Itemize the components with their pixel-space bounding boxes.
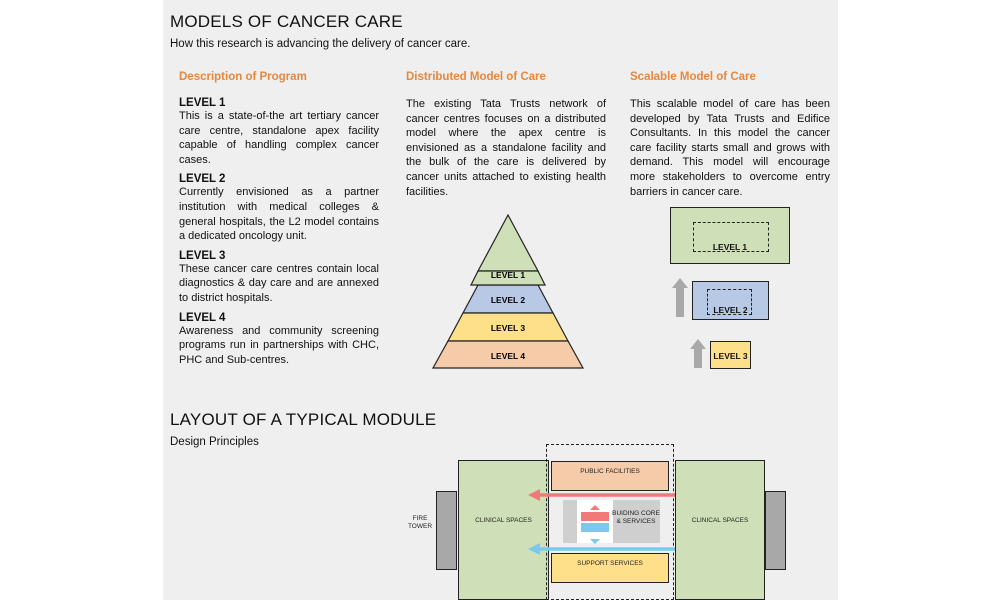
pyramid-label-3: LEVEL 3 xyxy=(491,323,526,333)
level-1-block: LEVEL 1 This is a state-of-the art terti… xyxy=(179,97,379,167)
left-arrow-icon xyxy=(528,489,540,501)
level-2-title: LEVEL 2 xyxy=(179,173,226,186)
level-1-text: This is a state-of-the art tertiary canc… xyxy=(179,110,379,166)
scalable-level-2-box: LEVEL 2 xyxy=(692,281,769,320)
level-4-text: Awareness and community screening progra… xyxy=(179,324,379,366)
level-2-block: LEVEL 2 Currently envisioned as a partne… xyxy=(179,173,379,243)
down-arrow-icon xyxy=(590,539,600,544)
layout-title: LAYOUT OF A TYPICAL MODULE xyxy=(170,410,437,429)
core-shaft-left xyxy=(563,500,577,543)
level-descriptions: LEVEL 1 This is a state-of-the art terti… xyxy=(179,97,379,367)
pyramid-label-4: LEVEL 4 xyxy=(491,351,526,361)
public-facilities-box: PUBLIC FACILITIES xyxy=(551,461,669,491)
fire-tower-label: FIRE TOWER xyxy=(407,515,433,530)
distributed-text: The existing Tata Trusts network of canc… xyxy=(406,98,606,198)
scalable-level-1-box: LEVEL 1 xyxy=(670,207,790,264)
scalable-level-3-label: LEVEL 3 xyxy=(713,351,748,361)
scalable-level-2-label: LEVEL 2 xyxy=(713,305,748,315)
core-label: BUIDING CORE & SERVICES xyxy=(612,510,660,525)
up-arrow-icon xyxy=(690,339,706,349)
clinical-right-label: CLINICAL SPACES xyxy=(691,517,749,524)
pyramid-label-2: LEVEL 2 xyxy=(491,295,526,305)
level-3-title: LEVEL 3 xyxy=(179,249,226,262)
level-4-block: LEVEL 4 Awareness and community screenin… xyxy=(179,312,379,368)
scalable-heading: Scalable Model of Care xyxy=(630,71,756,83)
up-arrow-icon xyxy=(590,505,600,510)
grow-arrow-2-shaft xyxy=(694,348,702,368)
layout-subtitle: Design Principles xyxy=(170,436,259,448)
public-facilities-label: PUBLIC FACILITIES xyxy=(580,468,640,475)
level-3-text: These cancer care centres contain local … xyxy=(179,262,379,304)
core-services xyxy=(613,500,660,543)
clinical-left-label: CLINICAL SPACES xyxy=(475,517,532,524)
pyramid-level-1 xyxy=(476,214,540,272)
clinical-spaces-right: CLINICAL SPACES xyxy=(675,460,765,600)
core-blue-bar xyxy=(581,523,609,532)
scalable-level-2-inner xyxy=(707,289,752,315)
support-services-label: SUPPORT SERVICES xyxy=(577,560,643,567)
fire-tower-left xyxy=(436,491,457,570)
core-block: BUIDING CORE & SERVICES xyxy=(563,500,660,543)
scalable-level-1-label: LEVEL 1 xyxy=(712,242,748,252)
pyramid-label-1: LEVEL 1 xyxy=(491,270,526,280)
grow-arrow-1-shaft xyxy=(676,287,684,317)
flow-arrows xyxy=(528,489,692,555)
page-subtitle: How this research is advancing the deliv… xyxy=(170,38,471,50)
distributed-pyramid: LEVEL 1 LEVEL 2 LEVEL 3 LEVEL 4 xyxy=(431,214,585,369)
fire-tower-right xyxy=(765,491,786,570)
scalable-text: This scalable model of care has been dev… xyxy=(630,98,830,198)
pyramid-level-4 xyxy=(431,340,585,369)
core-red-bar xyxy=(581,512,609,521)
left-arrow-icon xyxy=(528,543,540,555)
support-services-box: SUPPORT SERVICES xyxy=(551,553,669,583)
scalable-level-1-inner xyxy=(693,222,769,252)
page-title: MODELS OF CANCER CARE xyxy=(170,12,403,31)
level-1-title: LEVEL 1 xyxy=(179,97,226,109)
pyramid-level-1-base xyxy=(470,270,546,286)
level-4-title: LEVEL 4 xyxy=(179,311,226,324)
scalable-level-3-box: LEVEL 3 xyxy=(710,341,751,369)
description-heading: Description of Program xyxy=(179,71,307,83)
level-2-text: Currently envisioned as a partner instit… xyxy=(179,186,379,243)
up-arrow-icon xyxy=(672,278,688,288)
level-3-block: LEVEL 3 These cancer care centres contai… xyxy=(179,250,379,306)
distributed-heading: Distributed Model of Care xyxy=(406,71,546,83)
